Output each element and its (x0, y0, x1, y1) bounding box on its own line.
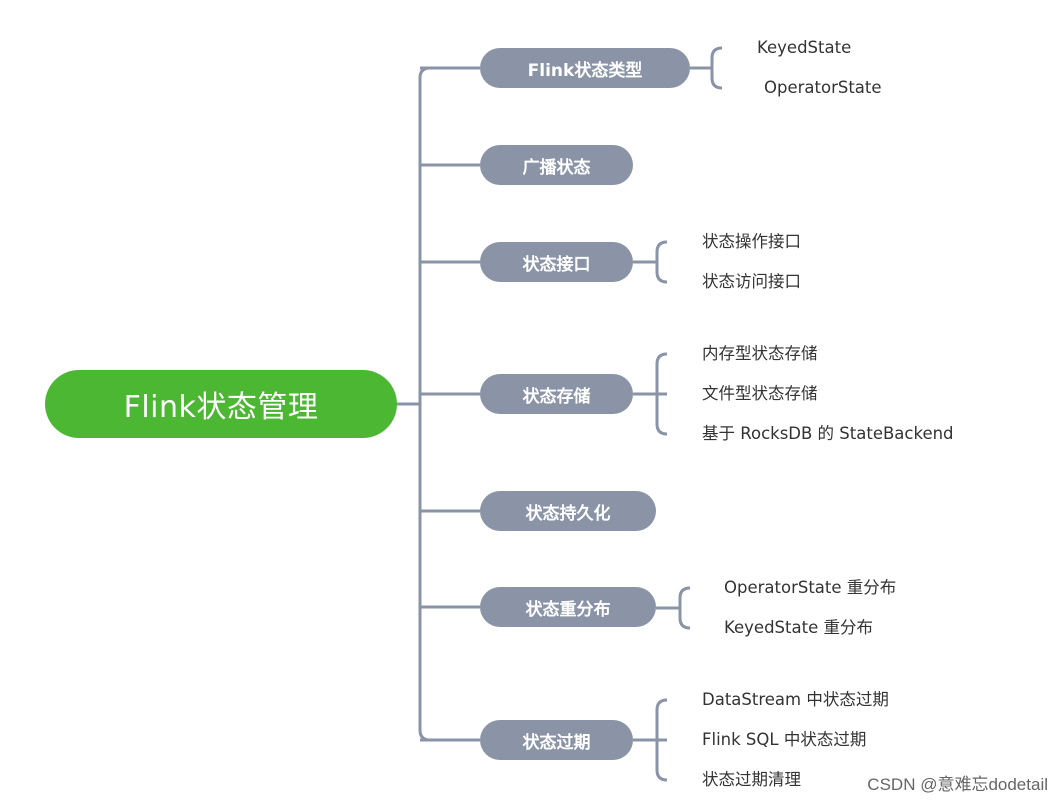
leaf-file-state-storage[interactable]: 文件型状态存储 (702, 384, 818, 403)
leaf-rocksdb-state-backend[interactable]: 基于 RocksDB 的 StateBackend (702, 424, 954, 443)
leaf-operator-state-redistribution[interactable]: OperatorState 重分布 (724, 578, 897, 597)
branch-state-expiration[interactable]: 状态过期 (480, 720, 633, 760)
bracket-line-3 (678, 586, 691, 630)
branch-state-persistence[interactable]: 状态持久化 (480, 491, 656, 531)
branch-label: Flink状态类型 (527, 60, 643, 81)
leaf-keyed-state[interactable]: KeyedState (757, 38, 852, 57)
leaf-flink-sql-state-expiration[interactable]: Flink SQL 中状态过期 (702, 730, 867, 749)
branch-label: 状态存储 (522, 386, 591, 407)
root-node[interactable]: Flink状态管理 (45, 370, 397, 438)
branch-label: 广播状态 (522, 157, 591, 178)
branch-flink-state-types[interactable]: Flink状态类型 (480, 48, 690, 88)
trunk-line (418, 66, 431, 742)
leaf-state-operation-interface[interactable]: 状态操作接口 (702, 232, 801, 251)
leaf-memory-state-storage[interactable]: 内存型状态存储 (702, 344, 818, 363)
branch-state-redistribution[interactable]: 状态重分布 (480, 587, 656, 627)
branch-label: 状态过期 (522, 732, 591, 753)
leaf-keyed-state-redistribution[interactable]: KeyedState 重分布 (724, 618, 873, 637)
leaf-datastream-state-expiration[interactable]: DataStream 中状态过期 (702, 690, 889, 709)
leaf-operator-state[interactable]: OperatorState (764, 78, 882, 97)
leaf-state-access-interface[interactable]: 状态访问接口 (702, 272, 801, 291)
bracket-line-0 (710, 46, 723, 90)
branch-state-interface[interactable]: 状态接口 (480, 242, 633, 282)
root-label: Flink状态管理 (123, 390, 319, 425)
branch-label: 状态接口 (522, 254, 591, 275)
leaf-state-expiration-cleanup[interactable]: 状态过期清理 (702, 770, 801, 789)
watermark: CSDN @意难忘dodetail (867, 775, 1048, 794)
branch-label: 状态重分布 (525, 599, 611, 620)
branch-state-storage[interactable]: 状态存储 (480, 374, 633, 414)
branch-label: 状态持久化 (525, 503, 611, 524)
branch-broadcast-state[interactable]: 广播状态 (480, 145, 633, 185)
bracket-line-1 (655, 240, 668, 284)
